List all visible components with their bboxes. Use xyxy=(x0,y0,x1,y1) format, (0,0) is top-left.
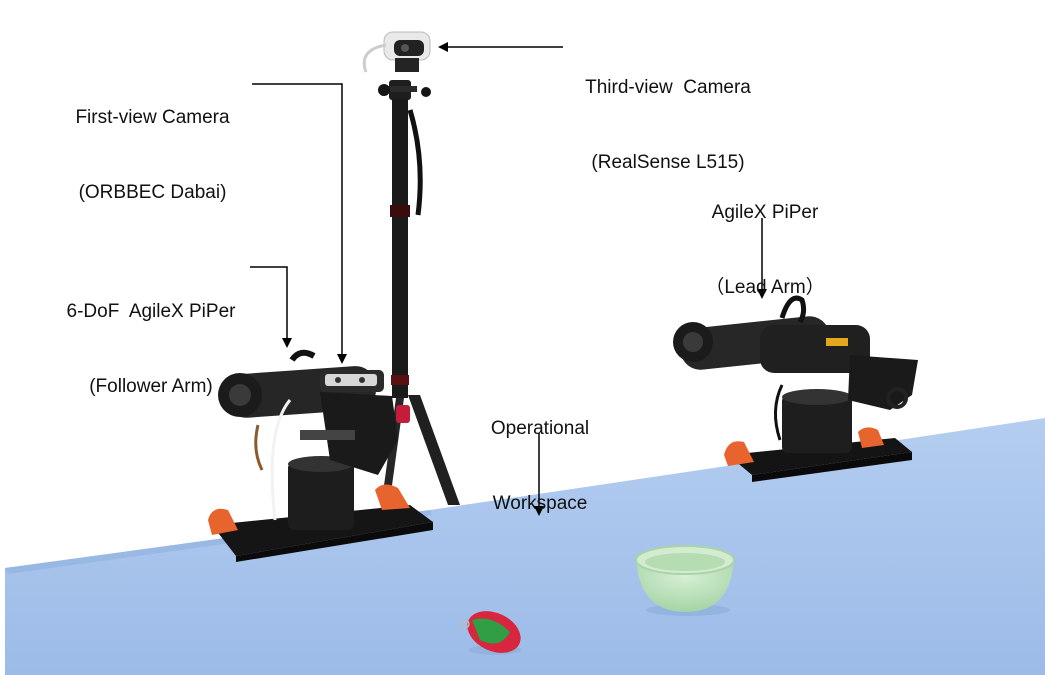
green-bowl xyxy=(635,545,735,616)
workspace-label-line2: Workspace xyxy=(492,493,588,514)
third-view-camera-label-line1: Third-view Camera xyxy=(585,77,751,98)
follower-arm-label: 6-DoF AgileX PiPer (Follower Arm) xyxy=(52,249,250,424)
lead-arm xyxy=(673,295,918,482)
workspace-label-line1: Operational xyxy=(490,418,590,439)
lead-arm-label-line2: （Lead Arm） xyxy=(705,277,825,298)
third-view-camera-label: Third-view Camera (RealSense L515) xyxy=(574,25,762,200)
workspace-label: Operational Workspace xyxy=(472,366,608,541)
follower-arm xyxy=(208,349,433,562)
red-green-ball xyxy=(460,611,521,655)
camera-pole xyxy=(378,80,460,505)
first-view-camera-label-line1: First-view Camera xyxy=(75,107,230,128)
first-view-camera-arrow xyxy=(252,83,347,364)
lead-arm-label: AgileX PiPer （Lead Arm） xyxy=(690,150,840,325)
annotation-arrows xyxy=(250,42,767,516)
follower-arm-arrow xyxy=(250,266,292,348)
first-view-camera-label: First-view Camera (ORBBEC Dabai) xyxy=(60,55,245,230)
table-surface xyxy=(5,418,1045,675)
first-view-camera-label-line2: (ORBBEC Dabai) xyxy=(78,182,227,203)
follower-arm-label-line1: 6-DoF AgileX PiPer xyxy=(66,301,236,322)
follower-arm-label-line2: (Follower Arm) xyxy=(89,376,213,397)
lead-arm-label-line1: AgileX PiPer xyxy=(711,202,819,223)
third-view-camera-label-line2: (RealSense L515) xyxy=(591,152,745,173)
third-view-camera-device xyxy=(362,31,431,73)
